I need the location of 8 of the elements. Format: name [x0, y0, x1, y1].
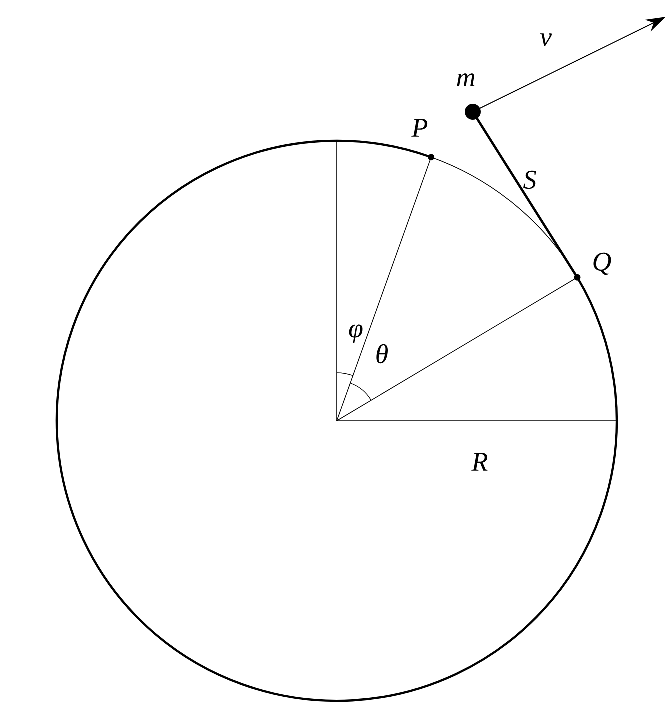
angle-label: θ: [376, 344, 388, 364]
string-label: S: [524, 170, 536, 190]
point-label: P: [412, 119, 428, 137]
point-label: Q: [594, 252, 612, 276]
velocity-label: v: [540, 34, 552, 46]
angle-label: φ: [349, 324, 363, 344]
radius-label: R: [472, 453, 488, 471]
mass-label: m: [457, 74, 475, 86]
